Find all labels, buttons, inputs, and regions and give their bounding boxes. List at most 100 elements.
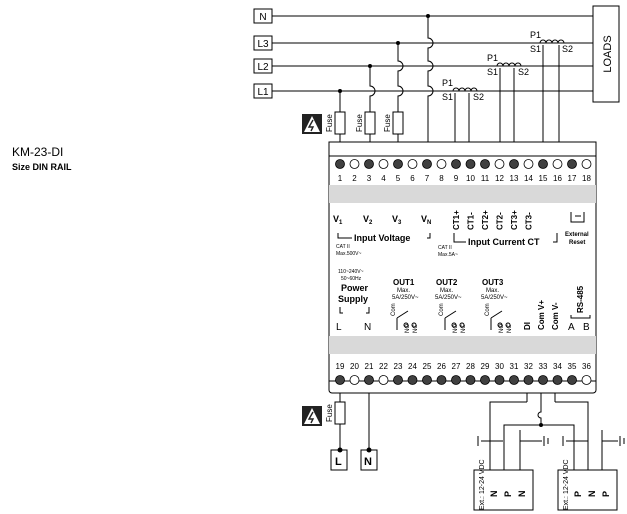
terminal-4-dot (378, 159, 389, 169)
terminal-21-number: 21 (365, 362, 374, 371)
terminal-9-number: 9 (454, 174, 459, 183)
terminal-4-number: 4 (381, 174, 386, 183)
external-reset-line1: External (565, 232, 589, 238)
terminal-24-number: 24 (408, 362, 417, 371)
terminal-14-number: 14 (524, 174, 533, 183)
terminal-17-number: 17 (568, 174, 577, 183)
com-v-minus-label: Com V- (551, 302, 560, 330)
warning-icon (302, 406, 322, 426)
ps-line2: Supply (338, 294, 368, 304)
rs485-a: A (568, 322, 575, 333)
fuse-label-2: Fuse (355, 114, 364, 132)
terminal-10-number: 10 (466, 174, 475, 183)
ps-n: N (364, 322, 371, 333)
terminal-29-number: 29 (481, 362, 490, 371)
ps-l: L (336, 322, 342, 333)
terminal-30-dot (494, 375, 505, 385)
max-current-label: Max.5A~ (438, 252, 458, 258)
ext2-p2: P (601, 491, 611, 497)
ps-range2: 50~60Hz (341, 276, 362, 282)
rs485-label: RS-485 (576, 285, 585, 313)
ct-input-ct2-plus: CT2+ (481, 210, 490, 230)
terminal-20-number: 20 (350, 362, 359, 371)
terminal-13-number: 13 (510, 174, 519, 183)
cat-voltage-label: CAT II (336, 244, 350, 250)
terminal-15-dot (538, 159, 548, 169)
ct2-p1: P1 (487, 53, 498, 63)
di-label: DI (523, 322, 532, 330)
out3-rating: 5A/250V~ (481, 295, 508, 301)
out2-name: OUT2 (436, 278, 458, 287)
ext-supply-box-1 (473, 469, 534, 511)
out1-no: NO (405, 324, 411, 333)
terminal-17-dot (567, 159, 577, 169)
terminal-1-dot (335, 159, 345, 169)
ext-supply-label-1: Ext.: 12-24 VDC (479, 459, 486, 510)
ext-supply-label-2: Ext.: 12-24 VDC (563, 459, 570, 510)
v1-label: V1 (333, 214, 343, 226)
terminal-22-dot (378, 375, 389, 385)
terminal-18-dot (581, 159, 592, 169)
line-label-n: N (259, 12, 266, 23)
terminal-32-number: 32 (524, 362, 533, 371)
out1-max: Max. (397, 288, 410, 294)
terminal-36-dot (581, 375, 592, 385)
fuse-label-4: Fuse (325, 404, 334, 422)
terminal-5-number: 5 (396, 174, 401, 183)
terminal-5-dot (393, 159, 403, 169)
terminal-33-number: 33 (539, 362, 548, 371)
terminal-21-dot (364, 375, 374, 385)
terminal-22-number: 22 (379, 362, 388, 371)
terminal-29-dot (480, 375, 490, 385)
external-reset-line2: Reset (569, 240, 585, 246)
input-current-label: Input Current CT (468, 237, 540, 247)
terminal-1-number: 1 (338, 174, 343, 183)
terminal-19-dot (335, 375, 345, 385)
ct-input-ct2-minus: CT2- (496, 212, 505, 230)
ext-supply-box-2 (557, 469, 618, 511)
loads-box (592, 5, 620, 103)
out3-nc: NC (507, 324, 513, 333)
terminal-23-dot (393, 375, 403, 385)
v2-label: V2 (363, 214, 373, 226)
terminal-7-number: 7 (425, 174, 430, 183)
ct3-p1: P1 (530, 30, 541, 40)
terminal-16-dot (552, 159, 563, 169)
ext1-p: P (503, 491, 513, 497)
terminal-18-number: 18 (582, 174, 591, 183)
terminal-24-dot (407, 375, 418, 385)
terminal-6-dot (407, 159, 418, 169)
terminal-26-number: 26 (437, 362, 446, 371)
terminal-26-dot (436, 375, 447, 385)
terminal-31-number: 31 (510, 362, 519, 371)
ext2-n: N (587, 491, 597, 498)
terminal-8-number: 8 (439, 174, 444, 183)
terminal-8-dot (436, 159, 447, 169)
terminal-36-number: 36 (582, 362, 591, 371)
terminal-35-dot (567, 375, 577, 385)
ct-input-ct1-minus: CT1- (467, 212, 476, 230)
terminal-32-dot (523, 375, 534, 385)
ext1-n1: N (489, 491, 499, 498)
ct2-s2: S2 (518, 67, 529, 77)
ct3-s2: S2 (562, 44, 573, 54)
terminal-9-dot (451, 159, 461, 169)
out1-rating: 5A/250V~ (392, 295, 419, 301)
terminal-10-dot (465, 159, 476, 169)
out3-name: OUT3 (482, 278, 504, 287)
terminal-34-dot (552, 375, 563, 385)
ct1-s2: S2 (473, 92, 484, 102)
terminal-27-number: 27 (452, 362, 461, 371)
out1-com: Com (391, 303, 397, 316)
out1-name: OUT1 (393, 278, 415, 287)
terminal-12-number: 12 (495, 174, 504, 183)
terminal-19-number: 19 (336, 362, 345, 371)
terminal-35-number: 35 (568, 362, 577, 371)
terminal-11-number: 11 (481, 174, 490, 183)
ct-input-ct3-minus: CT3- (525, 212, 534, 230)
terminal-34-number: 34 (553, 362, 562, 371)
terminal-3-number: 3 (367, 174, 372, 183)
terminal-12-dot (494, 159, 505, 169)
terminal-14-dot (523, 159, 534, 169)
terminal-25-number: 25 (423, 362, 432, 371)
